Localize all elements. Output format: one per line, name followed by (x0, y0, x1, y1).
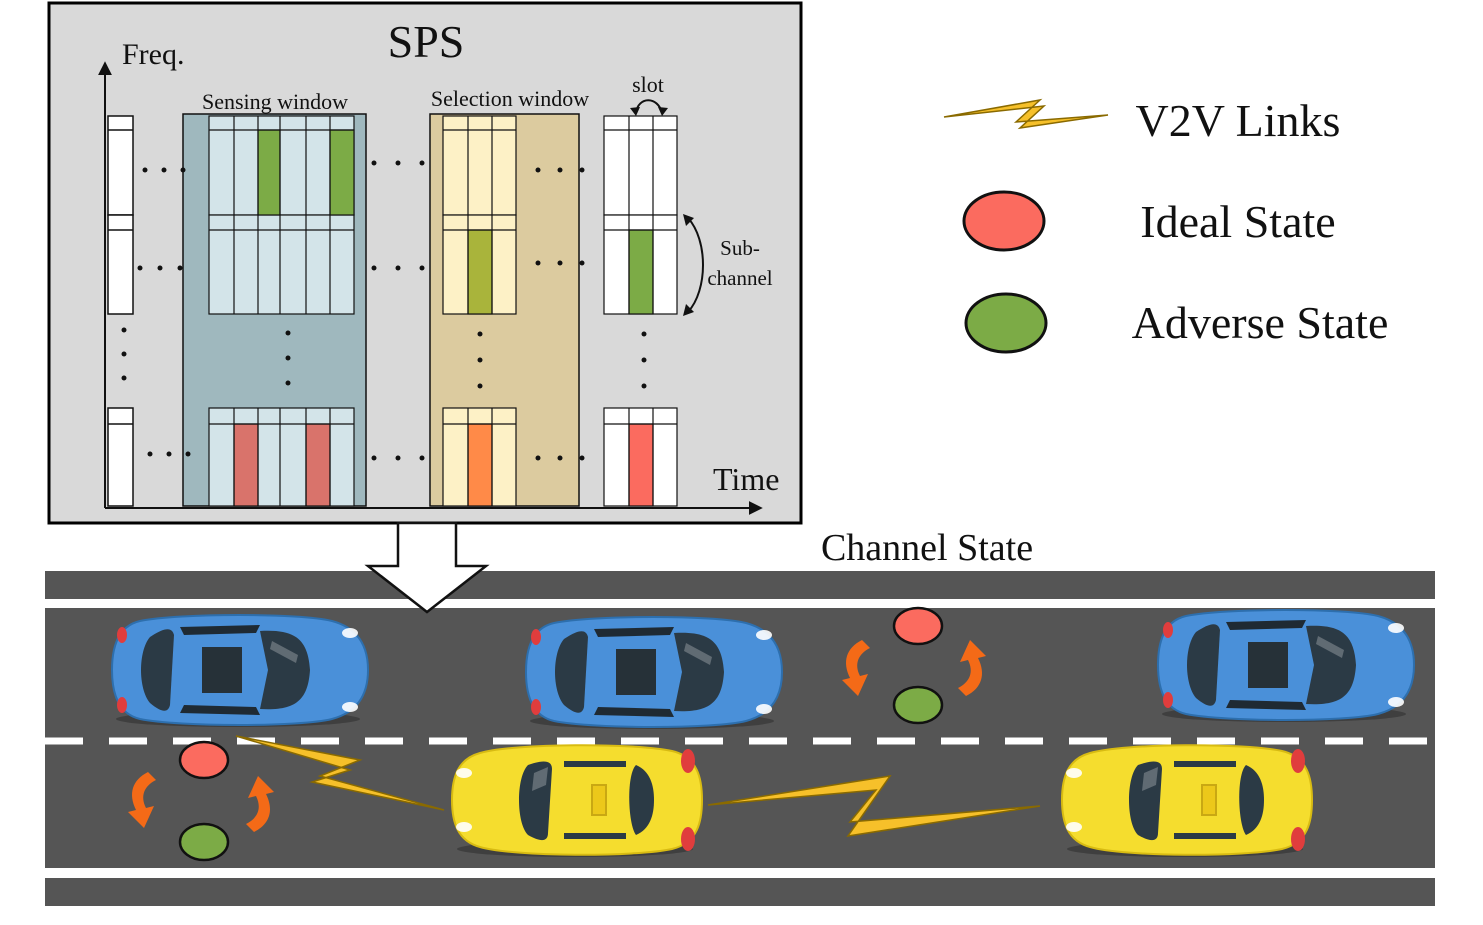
blue-car-2 (525, 616, 783, 730)
lightning-icon (943, 98, 1109, 130)
ideal-state-marker (892, 606, 944, 646)
blue-car-3 (1157, 609, 1415, 723)
adverse-state-marker (892, 685, 944, 725)
slot-label: slot (632, 72, 664, 97)
sps-title: SPS (388, 16, 465, 67)
down-arrow (364, 521, 490, 614)
subchannel-bracket (687, 217, 704, 313)
selection-window-label: Selection window (431, 86, 589, 111)
selection-window-grid (442, 115, 517, 507)
channel-state-label: Channel State (821, 527, 1033, 569)
v2v-link-2 (707, 774, 1041, 838)
state-switch-upper (842, 606, 986, 725)
subchannel-label-line1: Sub- (720, 236, 760, 260)
road-top-edge (45, 571, 1435, 599)
adverse-state-marker (178, 822, 230, 862)
v2v-link-1 (235, 735, 445, 811)
yellow-car-1 (451, 744, 703, 858)
yellow-car-2 (1061, 744, 1313, 858)
ideal-state-icon (962, 190, 1046, 252)
adverse-state-icon (964, 292, 1048, 354)
blue-car-1 (111, 614, 369, 728)
time-axis-label: Time (713, 461, 779, 497)
legend-adverse-state: Adverse State (1132, 297, 1389, 348)
freq-axis-label: Freq. (122, 38, 185, 71)
legend-v2v-links: V2V Links (1136, 95, 1341, 146)
sps-box (47, 1, 803, 525)
road-bottom-edge (45, 878, 1435, 906)
legend-ideal-state: Ideal State (1140, 196, 1335, 247)
leading-slot-column (107, 115, 134, 507)
state-switch-lower (128, 740, 274, 862)
reserved-slot-grid (603, 115, 678, 507)
subchannel-label-line2: channel (707, 266, 772, 290)
ideal-state-marker (178, 740, 230, 780)
legend: V2V Links Ideal State Adverse State (943, 95, 1389, 354)
sensing-window-label: Sensing window (202, 89, 348, 114)
sensing-window-grid (208, 115, 355, 507)
ellipsis-dots (121, 160, 647, 461)
sps-panel: SPS Freq. Time Sensing window Selection … (47, 1, 803, 525)
